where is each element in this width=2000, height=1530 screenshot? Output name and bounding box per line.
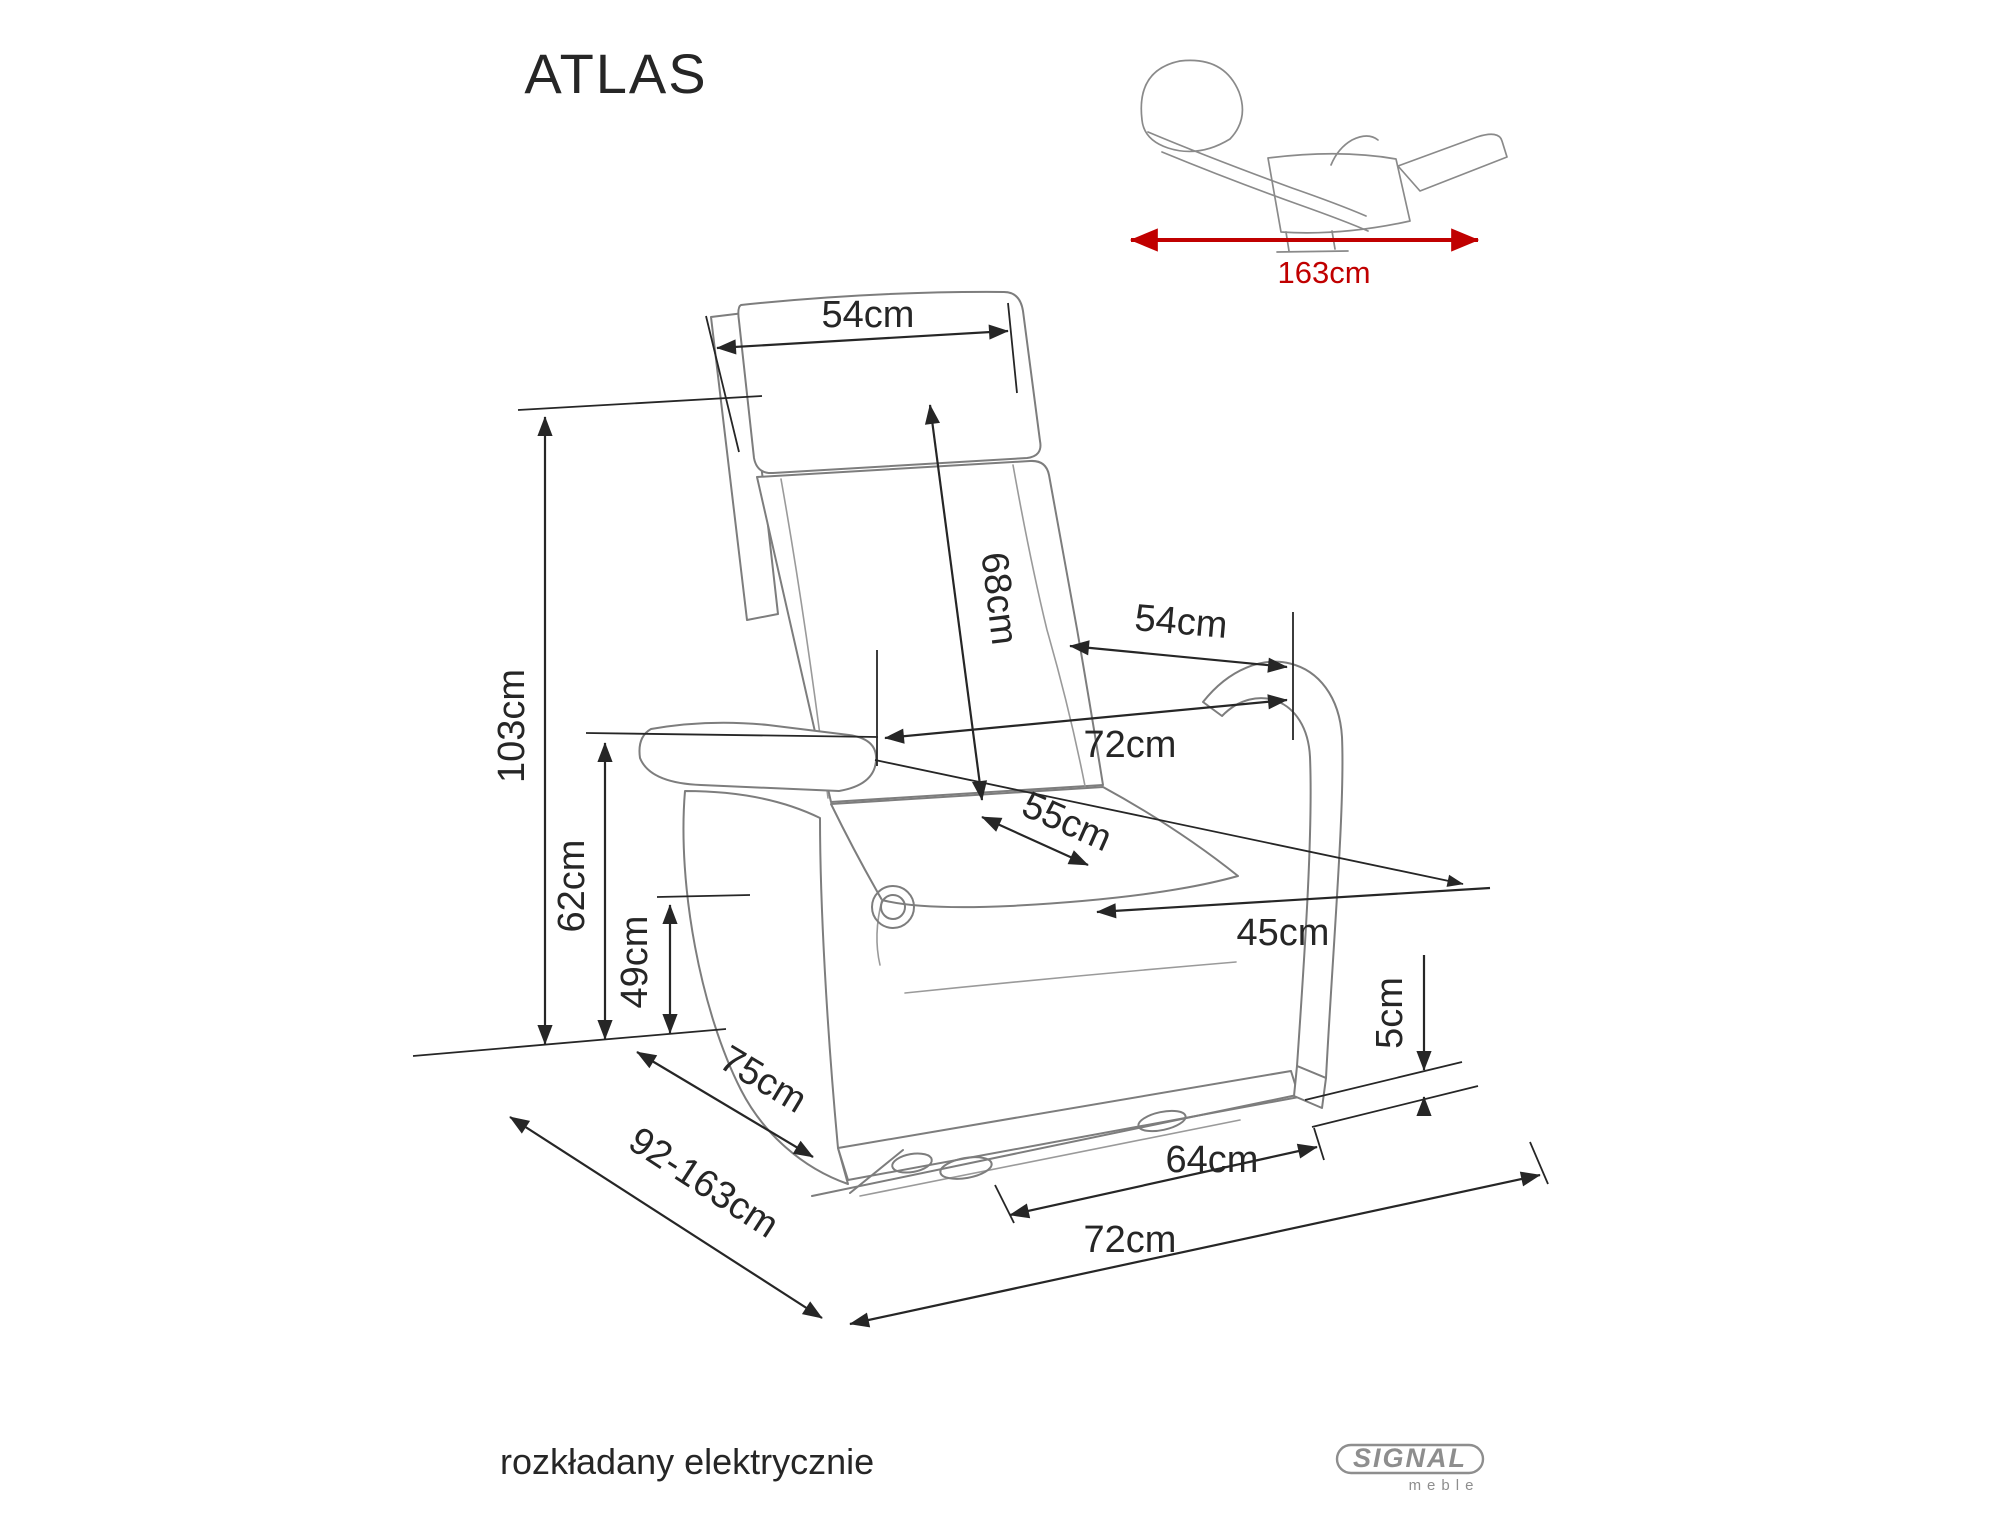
dim-line-armrest-span	[1069, 640, 1288, 673]
dim-armrest-span: 54cm	[1069, 597, 1288, 673]
caption-text: rozkładany elektrycznie	[500, 1441, 874, 1482]
ext-clearance-floor	[1311, 1085, 1479, 1128]
dim-label-armrest-span: 54cm	[1133, 597, 1229, 647]
dim-label-ground-clearance: 5cm	[1369, 977, 1411, 1049]
dim-overall-height: 103cm	[491, 416, 553, 1045]
dim-seat-width: 45cm	[874, 759, 1491, 954]
dim-base-length: 64cm	[1009, 1139, 1318, 1219]
dim-label-overall-width: 72cm	[1084, 724, 1177, 766]
dim-label-backrest-width: 54cm	[822, 294, 915, 336]
dim-reclined-length: 163cm	[1129, 228, 1480, 290]
dim-label-floor-depth: 72cm	[1084, 1219, 1177, 1261]
ext-floor-baseline	[412, 1028, 727, 1057]
thumbnail-seat-outline	[1267, 152, 1411, 234]
chair-underseat-seam	[904, 961, 1237, 994]
dim-armrest-height: 62cm	[551, 742, 613, 1040]
dim-line-extended-depth	[509, 1116, 823, 1319]
logo-border	[1335, 1443, 1485, 1475]
dim-line-seat-width	[1096, 886, 1491, 919]
ext-depth-right	[1529, 1141, 1549, 1185]
ext-seat-height	[656, 894, 751, 898]
ext-backrest-right	[1007, 302, 1018, 394]
ext-armrest-height	[585, 732, 879, 738]
dim-line-floor-depth	[849, 1171, 1541, 1328]
logo-brand-text: SIGNAL	[1353, 1443, 1467, 1473]
thumbnail-backrest-line2	[1161, 151, 1369, 232]
thumbnail-backrest-line	[1147, 131, 1367, 217]
ext-clearance-top	[1304, 1061, 1463, 1101]
chair-foot-right	[1137, 1109, 1187, 1133]
dim-floor-depth: 72cm	[849, 1171, 1541, 1328]
dim-ground-clearance: 5cm	[1369, 955, 1432, 1116]
dim-line-backrest-width	[716, 324, 1009, 355]
dim-label-seat-height: 49cm	[614, 916, 656, 1009]
brand-logo: SIGNAL meble	[1335, 1443, 1485, 1494]
dim-label-seat-width: 45cm	[1237, 912, 1330, 954]
chair-back-frame	[710, 312, 779, 621]
chair-left-side-panel	[682, 790, 849, 1185]
chair-left-armrest-pad	[638, 721, 878, 792]
power-button-icon	[871, 885, 915, 929]
dim-refline-seat-width	[874, 759, 1464, 887]
page-title: ATLAS	[524, 42, 707, 105]
dim-line-overall-width	[884, 694, 1288, 744]
dim-backrest-width: 54cm	[716, 294, 1009, 355]
power-button-inner-icon	[880, 894, 906, 920]
dim-line-seat-depth	[981, 815, 1089, 867]
dim-overall-width: 72cm	[884, 694, 1288, 766]
thumbnail-footrest-outline	[1397, 133, 1508, 192]
ext-base-left	[994, 1184, 1015, 1224]
logo-subtitle-text: meble	[1409, 1477, 1480, 1494]
dim-label-base-length: 64cm	[1166, 1139, 1259, 1181]
ext-base-right	[1313, 1127, 1325, 1161]
dim-label-reclined-length: 163cm	[1277, 255, 1370, 290]
dim-extended-depth: 92-163cm	[509, 1116, 823, 1319]
ext-backrest-left	[705, 315, 740, 453]
dim-seat-height: 49cm	[614, 904, 678, 1034]
dim-label-armrest-height: 62cm	[551, 840, 593, 933]
thumbnail-headrest-outline	[1140, 59, 1244, 153]
dim-label-extended-depth: 92-163cm	[621, 1119, 786, 1246]
reclined-chair-thumbnail	[1140, 59, 1508, 253]
thumbnail-cushion-line	[1330, 135, 1379, 166]
dim-label-overall-height: 103cm	[491, 669, 533, 783]
ext-total-height	[517, 395, 763, 411]
